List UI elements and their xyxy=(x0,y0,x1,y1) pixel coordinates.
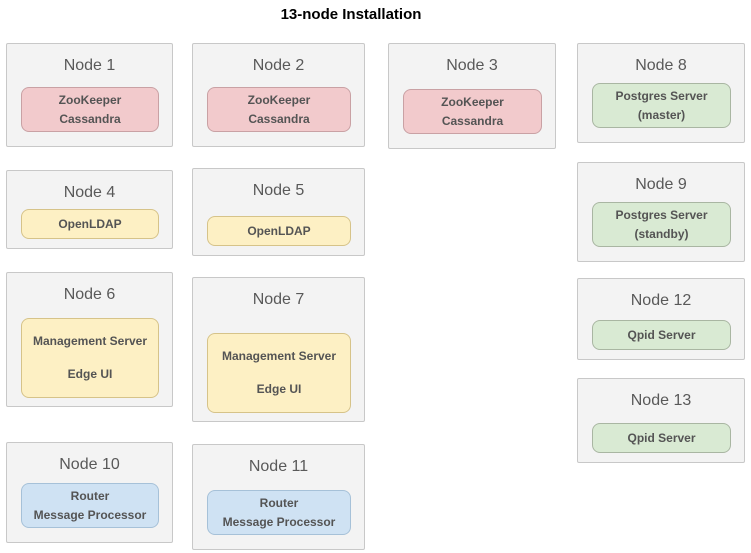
node-5: Node 5 OpenLDAP xyxy=(192,168,365,256)
service-label: ZooKeeper xyxy=(441,94,504,109)
node-6-services: Management Server Edge UI xyxy=(21,318,159,398)
service-label: OpenLDAP xyxy=(58,216,122,231)
service-label: Cassandra xyxy=(441,113,504,128)
node-4: Node 4 OpenLDAP xyxy=(6,170,173,249)
service-label: (master) xyxy=(637,107,686,122)
node-12: Node 12 Qpid Server xyxy=(577,278,745,360)
service-label: Router xyxy=(259,495,299,510)
node-1-services: ZooKeeper Cassandra xyxy=(21,87,159,132)
node-6-title: Node 6 xyxy=(63,286,116,303)
node-3: Node 3 ZooKeeper Cassandra xyxy=(388,43,556,149)
node-5-title: Node 5 xyxy=(252,182,305,199)
node-2: Node 2 ZooKeeper Cassandra xyxy=(192,43,365,147)
node-11-title: Node 11 xyxy=(248,458,309,475)
service-label: Router xyxy=(70,488,110,503)
service-label: ZooKeeper xyxy=(58,92,122,107)
service-label: Qpid Server xyxy=(627,430,696,445)
node-10-title: Node 10 xyxy=(59,456,120,473)
node-10-services: Router Message Processor xyxy=(21,483,159,528)
node-1-title: Node 1 xyxy=(63,57,116,74)
service-label: Qpid Server xyxy=(627,327,696,342)
service-label: ZooKeeper xyxy=(247,92,311,107)
node-2-title: Node 2 xyxy=(252,57,305,74)
diagram-title: 13-node Installation xyxy=(280,6,422,23)
node-5-services: OpenLDAP xyxy=(207,216,351,246)
service-label: (standby) xyxy=(634,226,689,241)
node-11: Node 11 Router Message Processor xyxy=(192,444,365,550)
node-7-title: Node 7 xyxy=(252,291,305,308)
service-label: OpenLDAP xyxy=(247,223,311,238)
node-8: Node 8 Postgres Server (master) xyxy=(577,43,745,143)
service-label: Message Processor xyxy=(33,507,147,522)
node-11-services: Router Message Processor xyxy=(207,490,351,535)
node-9: Node 9 Postgres Server (standby) xyxy=(577,162,745,262)
node-13: Node 13 Qpid Server xyxy=(577,378,745,463)
node-4-services: OpenLDAP xyxy=(21,209,159,239)
node-4-title: Node 4 xyxy=(63,184,116,201)
service-label: Message Processor xyxy=(222,514,336,529)
service-label: Postgres Server xyxy=(615,88,708,103)
node-1: Node 1 ZooKeeper Cassandra xyxy=(6,43,173,147)
node-7-services: Management Server Edge UI xyxy=(207,333,351,413)
service-label: Management Server xyxy=(32,334,148,348)
node-13-title: Node 13 xyxy=(630,392,692,409)
service-label: Cassandra xyxy=(59,111,121,126)
node-3-title: Node 3 xyxy=(446,57,498,74)
node-12-services: Qpid Server xyxy=(592,320,731,350)
node-8-services: Postgres Server (master) xyxy=(592,83,731,128)
service-label: Edge UI xyxy=(256,382,302,396)
node-13-services: Qpid Server xyxy=(592,423,731,453)
node-10: Node 10 Router Message Processor xyxy=(6,442,173,543)
node-12-title: Node 12 xyxy=(630,292,692,309)
node-2-services: ZooKeeper Cassandra xyxy=(207,87,351,132)
node-9-services: Postgres Server (standby) xyxy=(592,202,731,247)
service-label: Edge UI xyxy=(67,367,113,381)
service-label: Cassandra xyxy=(248,111,310,126)
service-label: Postgres Server xyxy=(615,207,708,222)
node-6: Node 6 Management Server Edge UI xyxy=(6,272,173,407)
node-9-title: Node 9 xyxy=(635,176,687,193)
node-7: Node 7 Management Server Edge UI xyxy=(192,277,365,422)
node-8-title: Node 8 xyxy=(635,57,687,74)
service-label: Management Server xyxy=(221,349,337,363)
node-3-services: ZooKeeper Cassandra xyxy=(403,89,542,134)
